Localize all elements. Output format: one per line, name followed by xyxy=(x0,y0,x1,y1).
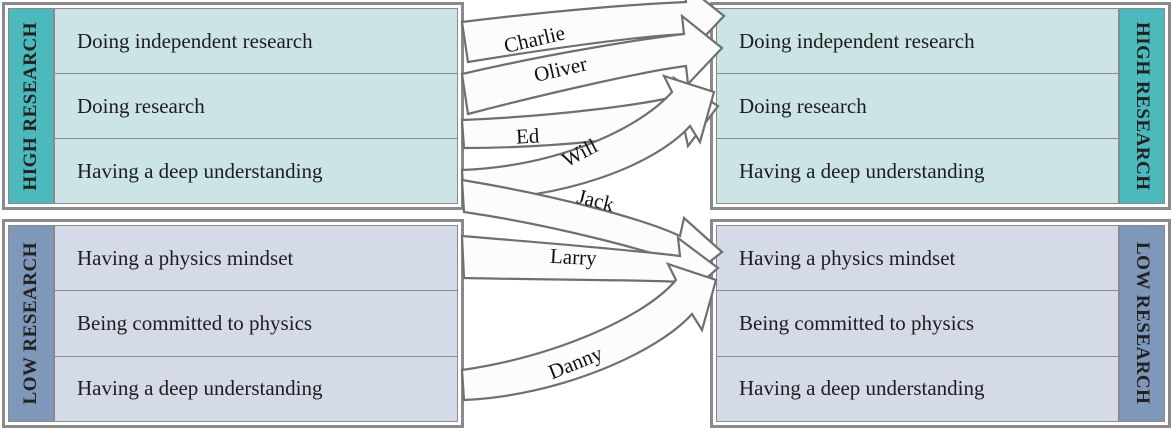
row-list-low-research-right: Having a physics mindset Being committed… xyxy=(716,225,1119,422)
arrow-label-text: Larry xyxy=(549,244,597,270)
group-label-text: HIGH RESEARCH xyxy=(1132,21,1153,191)
row-label: Being committed to physics xyxy=(739,310,975,335)
row-being-committed-to-physics[interactable]: Being committed to physics xyxy=(716,290,1119,357)
arrow-label-ed: Ed xyxy=(515,123,540,148)
group-label-low-research-left: LOW RESEARCH xyxy=(8,225,54,422)
group-high-research-left: HIGH RESEARCH Doing independent research… xyxy=(2,2,464,210)
arrow-charlie[interactable] xyxy=(460,0,726,64)
row-doing-research[interactable]: Doing research xyxy=(54,73,458,139)
row-list-high-research-left: Doing independent research Doing researc… xyxy=(54,8,458,204)
row-label: Doing independent research xyxy=(739,28,975,53)
row-having-a-deep-understanding[interactable]: Having a deep understanding xyxy=(54,138,458,204)
row-label: Having a physics mindset xyxy=(739,245,956,270)
row-label: Being committed to physics xyxy=(77,310,313,335)
row-list-high-research-right: Doing independent research Doing researc… xyxy=(716,8,1119,204)
row-label: Having a deep understanding xyxy=(739,158,985,183)
row-label: Having a deep understanding xyxy=(77,376,323,401)
row-having-a-deep-understanding[interactable]: Having a deep understanding xyxy=(716,138,1119,204)
group-high-research-right: HIGH RESEARCH Doing independent research… xyxy=(710,2,1171,210)
arrow-danny[interactable] xyxy=(460,262,718,402)
group-label-text: LOW RESEARCH xyxy=(1132,242,1153,405)
row-label: Doing research xyxy=(739,93,867,118)
row-having-a-physics-mindset[interactable]: Having a physics mindset xyxy=(716,225,1119,292)
row-list-low-research-left: Having a physics mindset Being committed… xyxy=(54,225,458,422)
group-label-high-research-left: HIGH RESEARCH xyxy=(8,8,54,204)
row-label: Having a deep understanding xyxy=(739,376,985,401)
row-label: Doing independent research xyxy=(77,28,313,53)
group-label-high-research-right: HIGH RESEARCH xyxy=(1119,8,1165,204)
group-low-research-right: LOW RESEARCH Having a physics mindset Be… xyxy=(710,219,1171,428)
arrow-oliver[interactable] xyxy=(460,13,724,116)
row-having-a-physics-mindset[interactable]: Having a physics mindset xyxy=(54,225,458,292)
group-label-low-research-right: LOW RESEARCH xyxy=(1119,225,1165,422)
row-having-a-deep-understanding[interactable]: Having a deep understanding xyxy=(716,355,1119,422)
row-label: Doing research xyxy=(77,93,205,118)
row-label: Having a physics mindset xyxy=(77,245,294,270)
arrow-will[interactable] xyxy=(460,74,716,202)
row-doing-independent-research[interactable]: Doing independent research xyxy=(716,8,1119,74)
arrow-label-text: Ed xyxy=(515,123,540,148)
group-low-research-left: LOW RESEARCH Having a physics mindset Be… xyxy=(2,219,464,428)
arrow-label-larry: Larry xyxy=(549,244,597,270)
row-having-a-deep-understanding[interactable]: Having a deep understanding xyxy=(54,355,458,422)
row-doing-research[interactable]: Doing research xyxy=(716,73,1119,139)
row-label: Having a deep understanding xyxy=(77,158,323,183)
